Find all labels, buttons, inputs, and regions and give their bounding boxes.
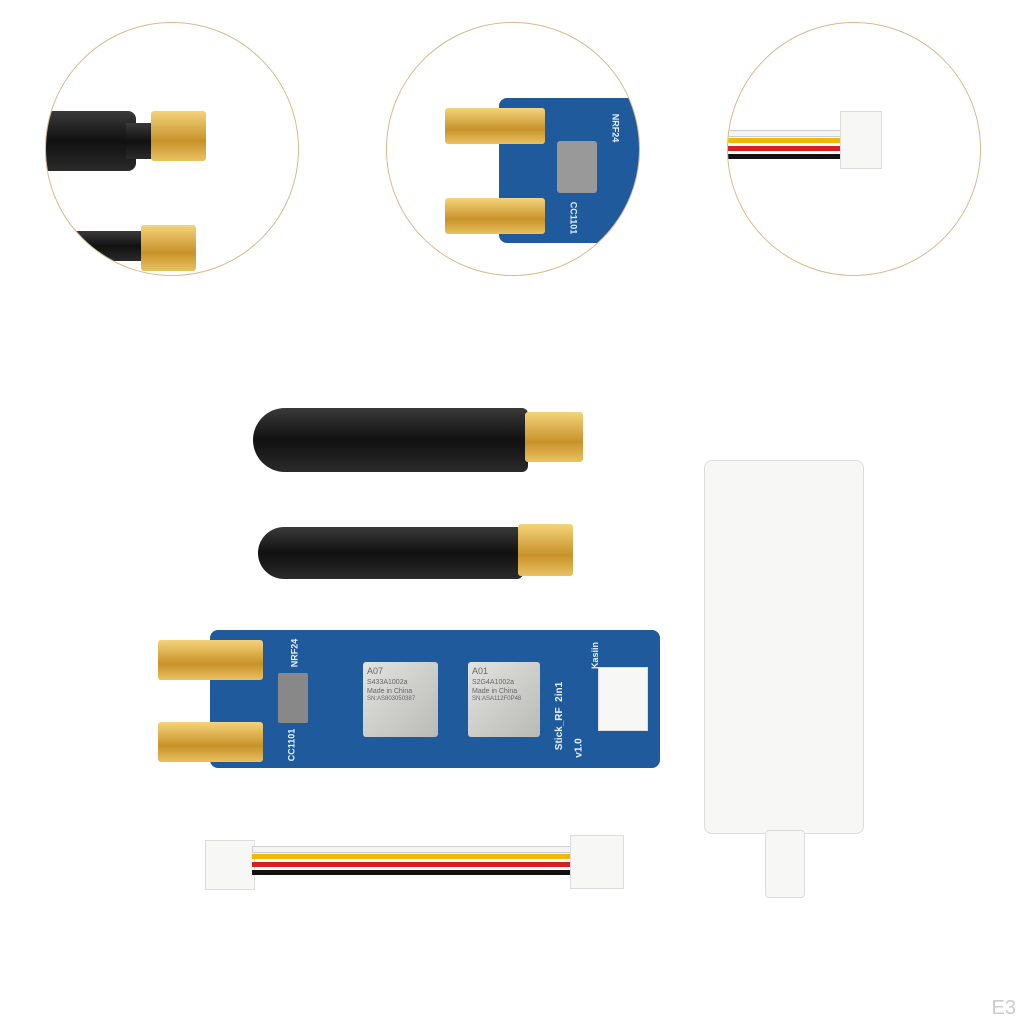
wire-red — [728, 146, 848, 151]
sma-connector-nrf24 — [158, 640, 263, 680]
wire-red — [252, 862, 572, 867]
wire-white — [728, 130, 850, 137]
detail-circle-board: NRF24 CC1101 — [386, 22, 640, 276]
enclosure-tab — [765, 830, 805, 898]
rf-module-a07: A07 S433A1002a Made in China SN:AS803050… — [363, 662, 438, 737]
rf-module-a01: A01 S2G4A1002a Made in China SN:ASA112F0… — [468, 662, 540, 737]
antenna-short — [258, 527, 523, 579]
enclosure-shell — [704, 460, 864, 834]
cable-connector-left — [205, 840, 255, 890]
label-nrf24: NRF24 — [289, 638, 300, 668]
wire-yellow — [252, 854, 572, 859]
label-cc1101: CC1101 — [286, 728, 297, 762]
wire-yellow — [728, 138, 848, 143]
wire-black — [252, 870, 572, 875]
switch — [557, 141, 597, 193]
wire-white — [252, 846, 574, 853]
chip-model: A01 — [472, 666, 489, 676]
chip-origin: Made in China — [472, 687, 518, 695]
chip-part: S2G4A1002a — [472, 678, 515, 686]
sma-connector — [151, 111, 206, 161]
detail-circle-antenna — [45, 22, 299, 276]
antenna-long-connector — [525, 412, 583, 462]
cable-connector-right — [570, 835, 624, 889]
sma-connector — [445, 198, 545, 234]
watermark: E3 — [991, 997, 1016, 1019]
board-jst-connector — [598, 667, 648, 731]
chip-serial: SN:ASA112F0P48 — [472, 695, 522, 702]
sma-connector-cc1101 — [158, 722, 263, 762]
wire-black — [728, 154, 848, 159]
label-cc1101: CC1101 — [568, 201, 579, 235]
board-version: v1.0 — [573, 738, 585, 758]
selector-switch[interactable] — [278, 673, 308, 723]
sma-connector — [445, 108, 545, 144]
board-name: Stick_RF 2in1 — [554, 681, 565, 751]
detail-circle-cable — [727, 22, 981, 276]
antenna-long — [253, 408, 528, 472]
brand-logo: Kasiin — [590, 641, 601, 670]
jst-connector — [840, 111, 882, 169]
chip-serial: SN:AS803050387 — [367, 695, 416, 702]
antenna-short-connector — [518, 524, 573, 576]
antenna-cable — [46, 231, 146, 261]
chip-part: S433A1002a — [367, 678, 408, 686]
antenna-cable — [46, 111, 136, 171]
chip-model: A07 — [367, 666, 384, 676]
sma-connector — [141, 225, 196, 271]
chip-origin: Made in China — [367, 687, 413, 695]
label-nrf24: NRF24 — [610, 113, 621, 143]
